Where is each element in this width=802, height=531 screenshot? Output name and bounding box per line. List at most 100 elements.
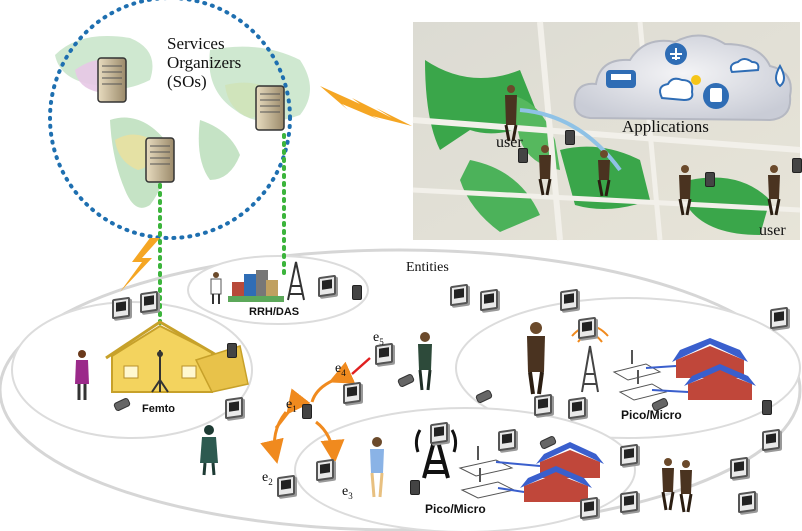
user-label: user xyxy=(759,222,786,239)
edge-label-e5: e5 xyxy=(373,330,384,347)
small-cell-icon xyxy=(458,446,514,477)
edge-label-base: e xyxy=(286,397,293,412)
tablet-device-icon xyxy=(770,306,788,330)
tablet-screen xyxy=(582,321,592,332)
tablet-device-icon xyxy=(430,421,448,445)
server-icon xyxy=(145,137,175,183)
edge-label-e1: e1 xyxy=(286,397,297,414)
so-line-2: Organizers xyxy=(167,53,242,72)
tablet-device-icon xyxy=(316,458,334,482)
tablet-device-icon xyxy=(578,316,596,340)
user-person-icon xyxy=(767,165,781,216)
tablet-device-icon xyxy=(762,428,780,452)
applications-label: Applications xyxy=(622,117,709,136)
user-person-icon xyxy=(538,145,552,196)
tablet-screen xyxy=(144,295,154,306)
tablet-screen xyxy=(347,386,357,397)
server-icon xyxy=(255,85,285,131)
world-map-sketch xyxy=(55,36,310,208)
tablet-screen xyxy=(320,463,330,474)
user-person-icon xyxy=(679,460,693,513)
weather-cloud-icon xyxy=(659,77,694,102)
tablet-device-icon xyxy=(620,490,638,514)
tablet-device-icon xyxy=(318,274,336,298)
tablet-screen xyxy=(281,479,291,490)
tablet-screen xyxy=(116,301,126,312)
rain-drop-icon xyxy=(775,63,785,88)
user-person-icon xyxy=(678,165,692,216)
entities-title: Entities xyxy=(406,260,449,275)
edge-label-sub: 4 xyxy=(341,367,346,378)
lightning-bolt-icon xyxy=(120,238,160,292)
rrh-das-label: RRH/DAS xyxy=(249,306,300,318)
edge-label-e2: e2 xyxy=(262,470,273,487)
edge-label-sub: 1 xyxy=(292,403,297,414)
edge-arrow xyxy=(310,361,356,403)
train-icon xyxy=(703,83,729,109)
so-line-1: Services xyxy=(167,34,225,53)
people-group xyxy=(75,85,781,513)
sun-icon xyxy=(691,75,701,85)
user-label: user xyxy=(496,134,523,151)
applications-cloud xyxy=(573,34,792,122)
tablet-device-icon xyxy=(140,290,158,314)
edge-label-sub: 5 xyxy=(379,336,384,347)
tablet-screen xyxy=(484,293,494,304)
tablet-device-icon xyxy=(620,443,638,467)
user-person-icon xyxy=(75,350,89,400)
so-line-3: (SOs) xyxy=(167,72,207,91)
phone-device-icon xyxy=(227,343,237,358)
femto-label: Femto xyxy=(142,403,175,415)
tablet-device-icon xyxy=(738,490,756,514)
edge-label-base: e xyxy=(335,361,342,376)
tablet-device-icon xyxy=(277,474,295,498)
edge-label-sub: 2 xyxy=(268,476,273,487)
edge-label-base: e xyxy=(342,484,349,499)
tablet-screen xyxy=(434,426,444,437)
phone-device-icon xyxy=(565,130,575,145)
tablet-device-icon xyxy=(112,296,130,320)
tablet-screen xyxy=(564,293,574,304)
user-person-icon xyxy=(661,458,675,511)
edge-label-base: e xyxy=(262,470,269,485)
tablet-screen xyxy=(774,311,784,322)
house-icon xyxy=(520,466,592,502)
user-person-icon xyxy=(527,322,545,395)
tablet-device-icon xyxy=(568,396,586,420)
weather-cloud-icon xyxy=(729,58,760,74)
user-person-icon xyxy=(597,150,611,197)
edge-arrow xyxy=(260,411,288,464)
tablet-screen xyxy=(229,401,239,412)
phone-device-icon xyxy=(518,148,528,163)
tablet-screen xyxy=(538,398,548,409)
user-person-icon xyxy=(370,437,384,498)
tablet-device-icon xyxy=(480,288,498,312)
edge-link xyxy=(351,357,371,375)
tablet-device-icon xyxy=(580,496,598,520)
tablet-device-icon xyxy=(450,283,468,307)
edge-label-e4: e4 xyxy=(335,361,346,378)
user-person-icon xyxy=(418,332,432,391)
user-person-icon xyxy=(200,425,218,476)
tablet-device-icon xyxy=(498,428,516,452)
tablet-screen xyxy=(624,448,634,459)
edge-label-base: e xyxy=(373,330,380,345)
user-person-icon xyxy=(210,272,222,304)
edge-arrow xyxy=(315,420,345,464)
phone-device-icon xyxy=(410,480,420,495)
edge-label-e3: e3 xyxy=(342,484,353,501)
tablet-screen xyxy=(502,433,512,444)
airplane-icon xyxy=(665,43,687,65)
tablet-device-icon xyxy=(534,393,552,417)
user-person-icon xyxy=(504,85,518,142)
tablet-device-icon xyxy=(225,396,243,420)
phone-device-icon xyxy=(352,285,362,300)
house-icon xyxy=(684,364,756,400)
tablet-screen xyxy=(454,288,464,299)
edge-label-sub: 3 xyxy=(348,490,353,501)
tablet-screen xyxy=(742,495,752,506)
services-organizers-label: Services Organizers (SOs) xyxy=(167,34,241,91)
tablet-device-icon xyxy=(343,381,361,405)
